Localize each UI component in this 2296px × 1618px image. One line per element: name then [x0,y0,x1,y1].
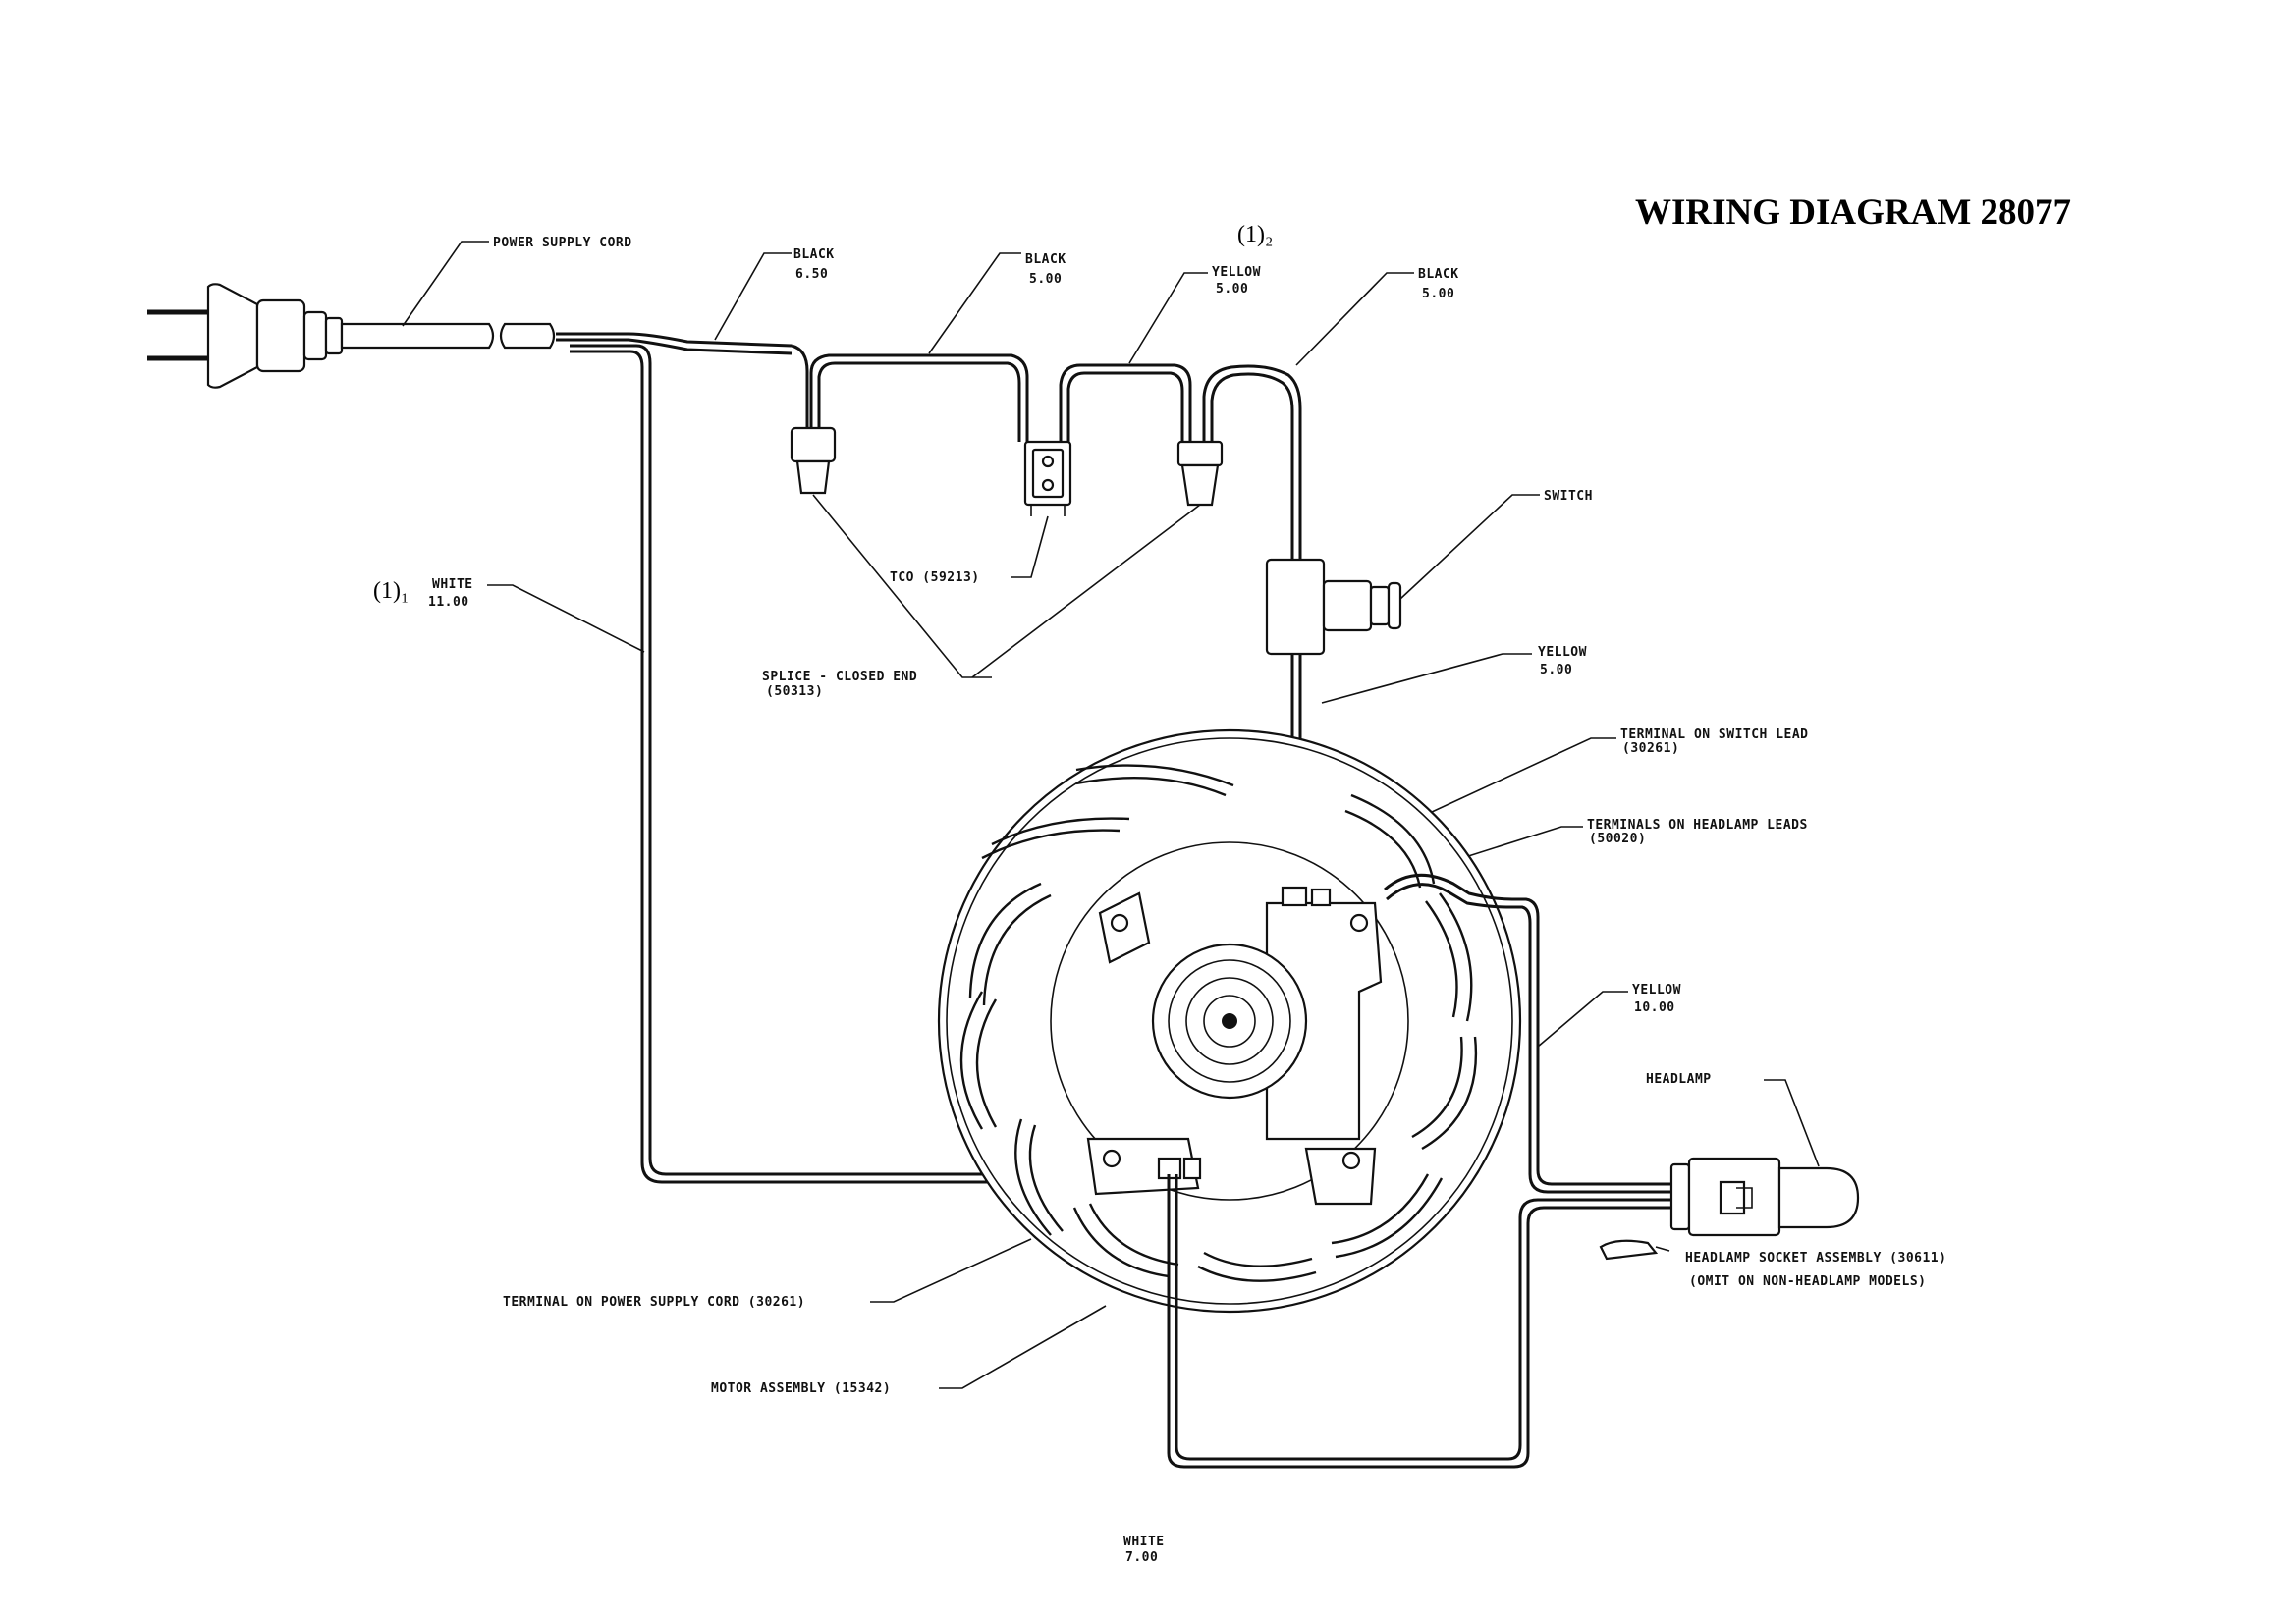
label-headlamp-socket-note: (OMIT ON NON-HEADLAMP MODELS) [1689,1274,1926,1289]
label-terminals-headlamp-leads: TERMINALS ON HEADLAMP LEADS [1587,818,1808,833]
motor-assembly [937,728,1522,1314]
label-yellow-3-length: 10.00 [1634,1000,1675,1015]
label-black-2: BLACK [1025,252,1066,267]
label-tco: TCO (59213) [890,570,980,585]
label-motor-assembly: MOTOR ASSEMBLY (15342) [711,1381,891,1396]
note-marker-2: (1)₂ [1237,222,1273,247]
label-yellow-1-length: 5.00 [1216,282,1248,297]
diagram-title: WIRING DIAGRAM 28077 [1635,192,2071,233]
label-white-1-length: 11.00 [428,595,469,610]
label-white-2-length: 7.00 [1125,1550,1158,1565]
label-headlamp: HEADLAMP [1646,1072,1712,1087]
splice-left [790,344,1029,495]
label-splice: SPLICE - CLOSED END [762,670,917,684]
label-headlamp-socket: HEADLAMP SOCKET ASSEMBLY (30611) [1685,1251,1946,1266]
label-terminal-switch-lead-part: (30261) [1622,741,1679,756]
splice-right [1176,364,1302,560]
label-terminals-headlamp-leads-part: (50020) [1589,832,1646,846]
label-power-supply-cord: POWER SUPPLY CORD [493,236,632,250]
label-terminal-power-cord: TERMINAL ON POWER SUPPLY CORD (30261) [503,1295,805,1310]
label-terminal-switch-lead: TERMINAL ON SWITCH LEAD [1620,728,1809,742]
label-black-3-length: 5.00 [1422,287,1454,301]
label-yellow-2-length: 5.00 [1540,663,1572,677]
label-white-2: WHITE [1123,1535,1165,1549]
label-black-1: BLACK [793,247,835,262]
label-black-1-length: 6.50 [795,267,828,282]
tco-thermal-cutoff [1023,363,1192,516]
label-switch: SWITCH [1544,489,1593,504]
label-yellow-2: YELLOW [1538,645,1587,660]
label-white-1: WHITE [432,577,473,592]
power-supply-cord [340,241,556,350]
power-plug [147,283,344,389]
label-black-3: BLACK [1418,267,1459,282]
headlamp-socket-assembly [1599,1157,1860,1261]
label-yellow-1: YELLOW [1212,265,1261,280]
switch [1265,494,1540,656]
note-marker-1: (1)₁ [373,578,409,604]
label-splice-part: (50313) [766,684,823,699]
label-yellow-3: YELLOW [1632,983,1681,998]
label-black-2-length: 5.00 [1029,272,1062,287]
